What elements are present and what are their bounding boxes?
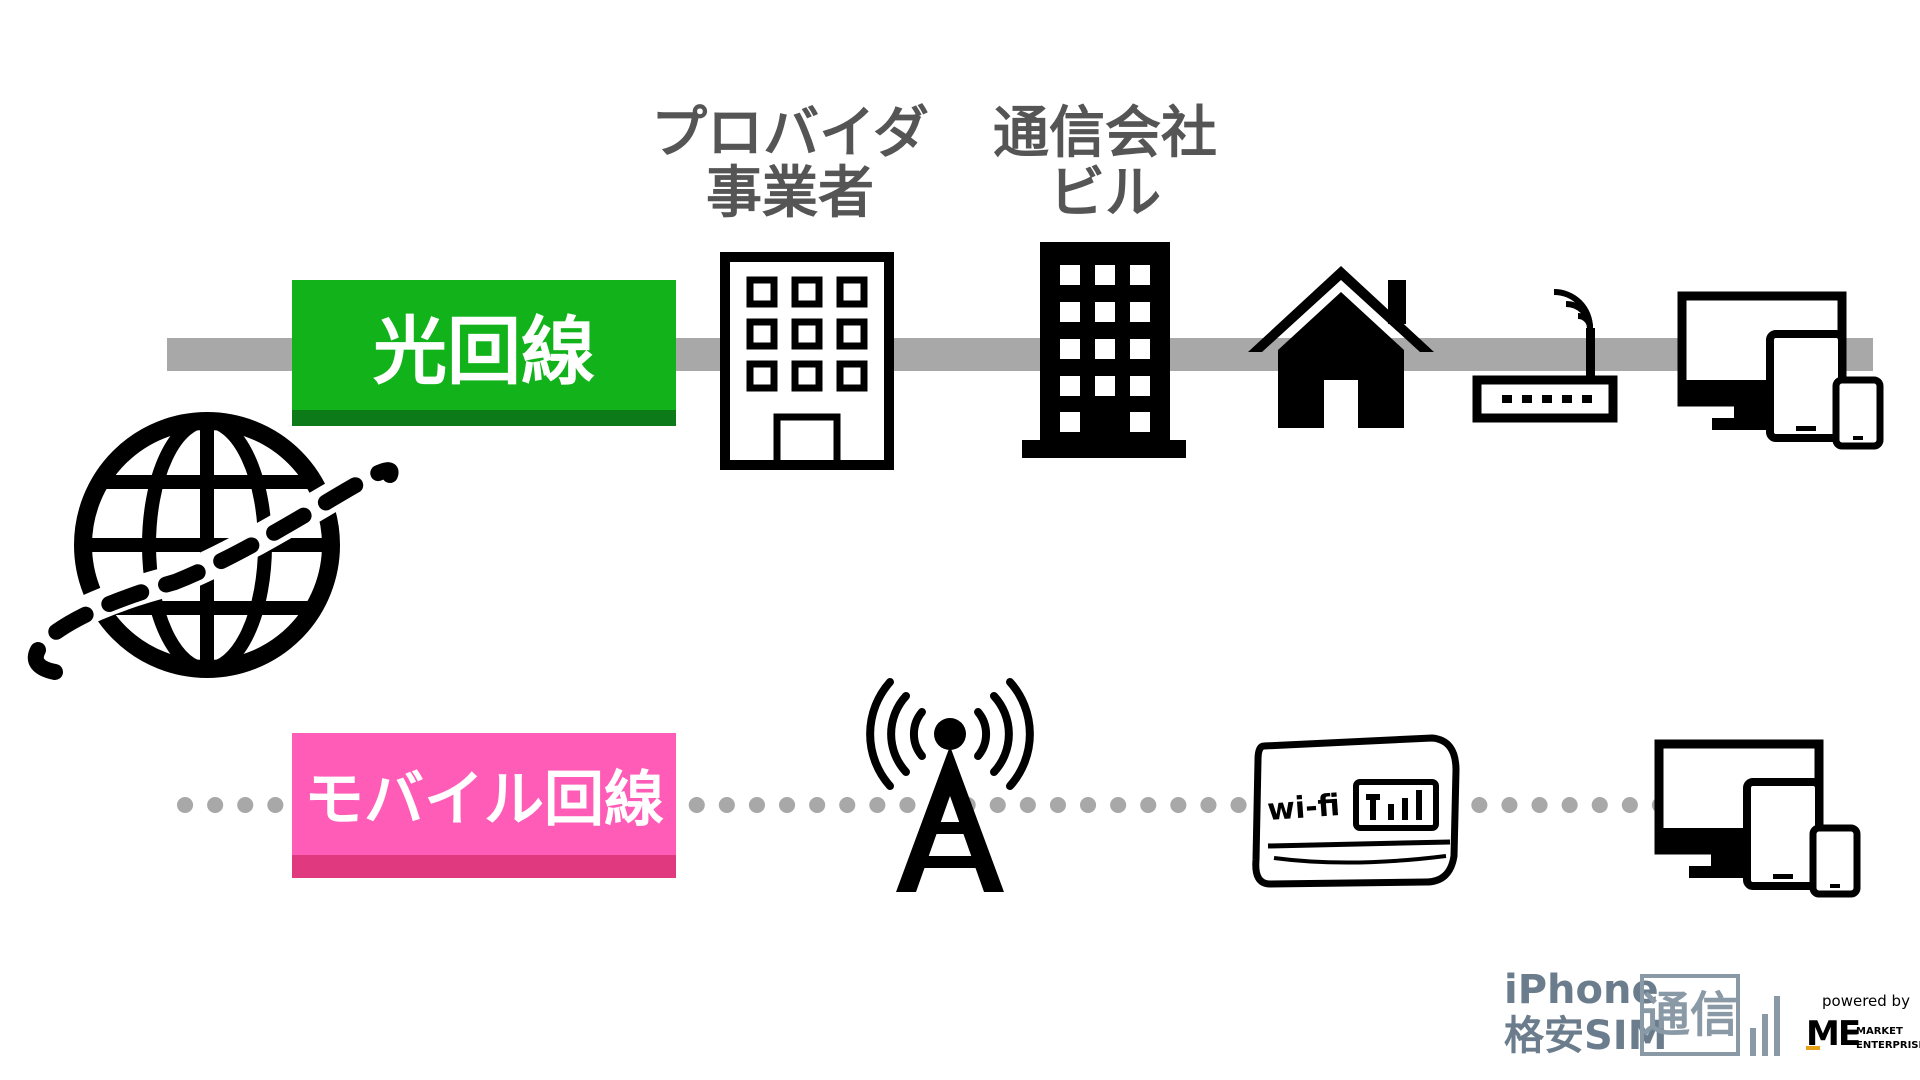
fiber-badge-shadow [292, 408, 676, 426]
carrier-building-icon [1022, 242, 1186, 458]
logo-bars-icon [1750, 996, 1780, 1056]
mobile-line-badge: モバイル回線 [292, 733, 676, 855]
house-icon [1248, 266, 1434, 428]
logo-iphone: iPhone [1504, 967, 1659, 1013]
antenna-tower-icon [866, 678, 1034, 892]
office-building-icon [720, 252, 894, 470]
logo-me-accent [1806, 1046, 1820, 1050]
logo-enterprise: ENTERPRISE [1856, 1040, 1920, 1051]
wifi-router-icon: wi-fi [1252, 734, 1460, 888]
devices-icon [1677, 291, 1884, 450]
logo-tsushin: 通信 [1642, 987, 1739, 1043]
provider-label-line2: 事業者 [706, 161, 874, 226]
globe-icon [14, 412, 410, 690]
router-icon [1472, 289, 1618, 423]
carrier-label-line1: 通信会社 [993, 101, 1217, 166]
devices-icon-mobile [1654, 739, 1861, 898]
fiber-line-label: 光回線 [373, 308, 595, 395]
fiber-line-badge: 光回線 [292, 280, 676, 410]
carrier-building-label: 通信会社 ビル [965, 104, 1245, 224]
mobile-badge-shadow [292, 854, 676, 878]
logo-powered-by: powered by [1822, 992, 1910, 1010]
provider-label-line1: プロバイダ [651, 101, 929, 166]
wifi-text: wi-fi [1266, 788, 1341, 828]
mobile-line-label: モバイル回線 [304, 764, 664, 835]
carrier-label-line2: ビル [1049, 161, 1161, 226]
logo-tsushin-box [1640, 974, 1740, 1056]
provider-label: プロバイダ 事業者 [630, 104, 950, 224]
logo-market: MARKET [1856, 1026, 1903, 1037]
